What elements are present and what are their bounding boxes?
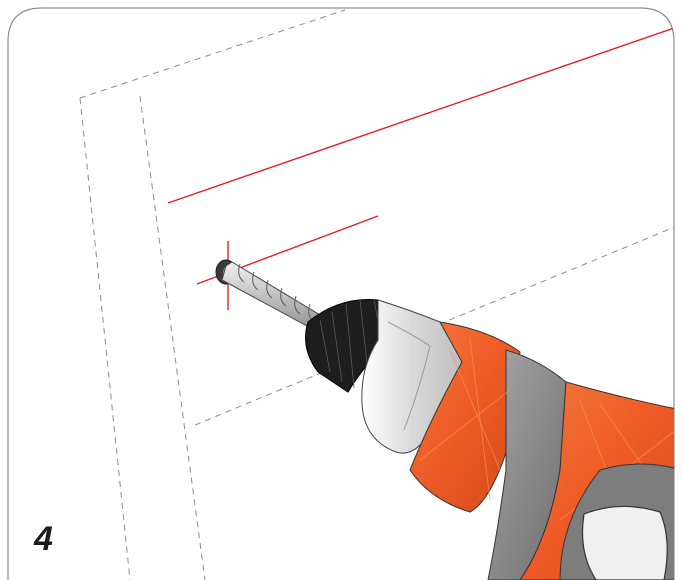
marking-line-long	[167, 27, 674, 204]
step-number: 4	[34, 520, 53, 558]
drill-body-front	[409, 321, 521, 513]
drill-handle-grip	[581, 505, 668, 580]
marking-lines	[167, 27, 674, 285]
drill-icon	[305, 298, 674, 580]
dashed-guides	[79, 9, 674, 580]
dashed-line-left-outer	[79, 97, 131, 580]
dashed-line-top	[79, 9, 346, 99]
dashed-line-left-inner	[139, 95, 206, 580]
